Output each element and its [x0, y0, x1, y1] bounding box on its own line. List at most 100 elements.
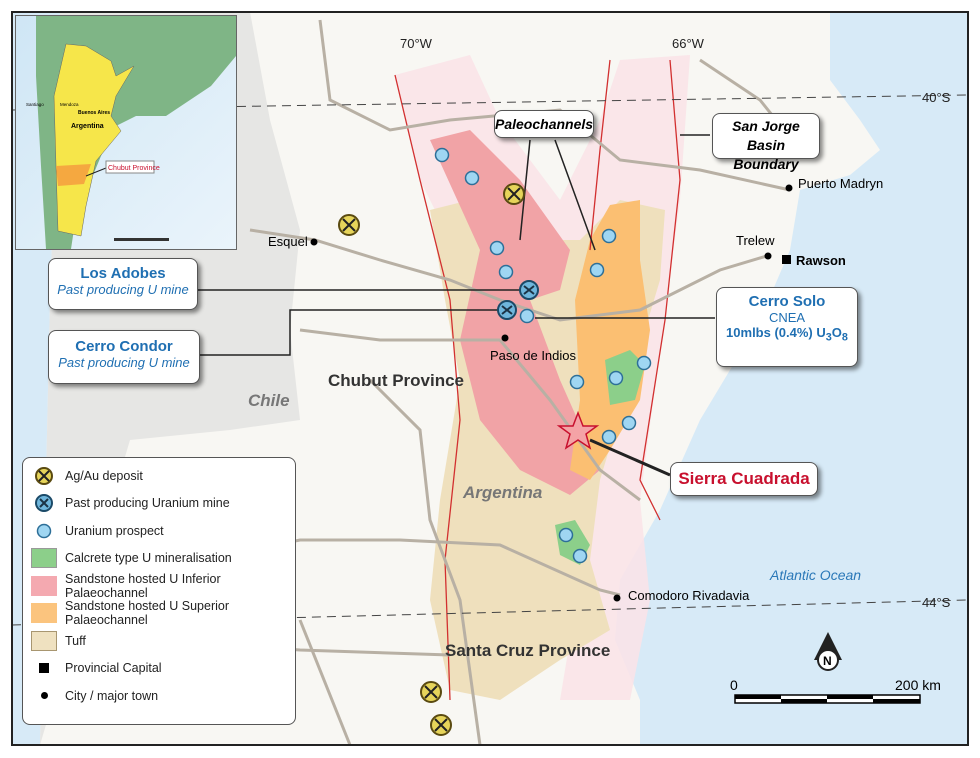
prospect-dot-icon	[621, 415, 637, 431]
uranium-mine-symbol	[501, 305, 513, 315]
map-frame	[11, 11, 969, 746]
inferior-swatch	[31, 575, 57, 596]
inset-argentina-label: Argentina	[71, 123, 104, 130]
cerro-solo-operator: CNEA	[768, 310, 806, 325]
lon-label-66: 66°W	[672, 36, 705, 51]
atlantic-sea	[615, 12, 968, 745]
capital-square-rawson	[782, 255, 791, 264]
town-puerto-madryn: Puerto Madryn	[798, 176, 883, 191]
inset-leader	[85, 167, 107, 177]
inset-chubut	[56, 164, 91, 186]
prospect-dot-icon	[601, 429, 617, 445]
lat-label-40: 40°S	[922, 90, 951, 105]
los-adobes-subtitle: Past producing U mine	[57, 282, 189, 297]
prospect-dot-icon	[464, 170, 480, 186]
region-argentina: Argentina	[462, 483, 542, 502]
scale-end: 200 km	[895, 677, 941, 693]
inset-chubut-label: Chubut Province	[108, 165, 160, 172]
callout-san-jorge: San Jorge Basin Boundary	[712, 113, 820, 172]
town-esquel: Esquel	[268, 234, 308, 249]
town-trelew: Trelew	[736, 233, 775, 248]
legend-label: Past producing Uranium mine	[65, 496, 230, 511]
legend-item: City / major town	[23, 682, 295, 710]
calcrete-swatch	[31, 548, 57, 569]
callout-paleochannels: Paleochannels	[494, 110, 594, 138]
legend-label: Sandstone hosted U Superior Palaeochanne…	[65, 599, 229, 628]
cerro-condor-title: Cerro Condor	[75, 338, 173, 355]
legend-item: Tuff	[23, 627, 295, 655]
prospect-dot-icon	[636, 355, 652, 371]
inset-argentina	[53, 43, 135, 237]
town-comodoro: Comodoro Rivadavia	[628, 588, 750, 603]
town-paso-de-indios: Paso de Indios	[490, 348, 577, 363]
basin-boundary	[394, 59, 681, 701]
atlantic-ocean-label: Atlantic Ocean	[769, 567, 861, 583]
prospect-dot-icon	[519, 308, 535, 324]
legend-label: City / major town	[65, 688, 159, 703]
los-adobes-title: Los Adobes	[80, 265, 166, 282]
town-rawson: Rawson	[796, 253, 846, 268]
pickaxe-icon	[503, 183, 525, 205]
map-legend: Ag/Au deposit Past producing Uranium min…	[22, 457, 296, 725]
north-label: N	[823, 654, 832, 668]
tuff-swatch	[31, 630, 57, 651]
pickaxe-icon	[430, 714, 452, 736]
prospect-dot-icon	[489, 240, 505, 256]
o-text: O	[831, 325, 842, 340]
graticule	[11, 94, 969, 626]
locator-inset-map: Chubut Province Argentina Buenos Aires M…	[15, 15, 237, 250]
dot-icon	[31, 686, 57, 706]
region-chile: Chile	[248, 391, 290, 410]
sierra-cuadrada-star-icon	[556, 410, 600, 450]
prospect-dot-icon	[589, 262, 605, 278]
cerro-solo-resource: 10mlbs (0.4%) U3O8	[717, 325, 857, 344]
prospect-dot-icon	[558, 527, 574, 543]
legend-label: Uranium prospect	[65, 523, 164, 538]
uranium-prospects	[434, 147, 652, 564]
cerro-condor-subtitle: Past producing U mine	[58, 355, 190, 370]
legend-item: Sandstone hosted U Inferior Palaeochanne…	[23, 572, 295, 600]
legend-item: Past producing Uranium mine	[23, 490, 295, 518]
uranium-mines	[497, 280, 539, 320]
pickaxe-icon	[31, 466, 57, 486]
prospect-dot-icon	[608, 370, 624, 386]
uranium-mine-symbol	[523, 285, 535, 295]
town-dot-paso	[501, 334, 509, 342]
legend-item: Uranium prospect	[23, 517, 295, 545]
inset-callout-box	[105, 160, 155, 174]
legend-label: Sandstone hosted U Inferior Palaeochanne…	[65, 571, 221, 600]
scale-bar: 0 200 km	[730, 677, 941, 704]
scale-start: 0	[730, 677, 738, 693]
town-dot-esquel	[310, 238, 318, 246]
region-santa-cruz: Santa Cruz Province	[445, 641, 610, 660]
town-dot-trelew	[764, 252, 772, 260]
legend-item: Calcrete type U mineralisation	[23, 545, 295, 573]
inset-santiago: Santiago	[26, 102, 44, 107]
legend-label: Calcrete type U mineralisation	[65, 551, 232, 566]
legend-label: Ag/Au deposit	[65, 468, 143, 483]
legend-item: Provincial Capital	[23, 655, 295, 683]
region-chubut: Chubut Province	[328, 371, 464, 390]
pickaxe-icon	[338, 214, 360, 236]
calcrete-area-1	[605, 350, 645, 405]
prospect-dot-icon	[498, 264, 514, 280]
square-icon	[31, 658, 57, 678]
inset-buenos-aires: Buenos Aires	[78, 110, 110, 116]
town-dot-madryn	[785, 184, 793, 192]
cerro-solo-title: Cerro Solo	[748, 293, 826, 310]
legend-item: Sandstone hosted U Superior Palaeochanne…	[23, 599, 295, 628]
callout-sierra-cuadrada: Sierra Cuadrada	[670, 462, 818, 496]
lat-label-44: 44°S	[922, 595, 951, 610]
north-arrow-icon: N	[814, 632, 842, 671]
town-dot-comodoro	[613, 594, 621, 602]
callout-los-adobes: Los Adobes Past producing U mine	[48, 258, 198, 310]
sub-3: 3	[825, 331, 832, 344]
lon-label-70: 70°W	[400, 36, 433, 51]
uranium-mine-icon	[31, 493, 57, 513]
ag-au-deposits	[338, 183, 525, 736]
prospect-dot-icon	[601, 228, 617, 244]
prospect-dot-icon	[31, 521, 57, 541]
callout-cerro-solo: Cerro Solo CNEA 10mlbs (0.4%) U3O8	[716, 287, 858, 367]
legend-item: Ag/Au deposit	[23, 462, 295, 490]
prospect-dot-icon	[434, 147, 450, 163]
